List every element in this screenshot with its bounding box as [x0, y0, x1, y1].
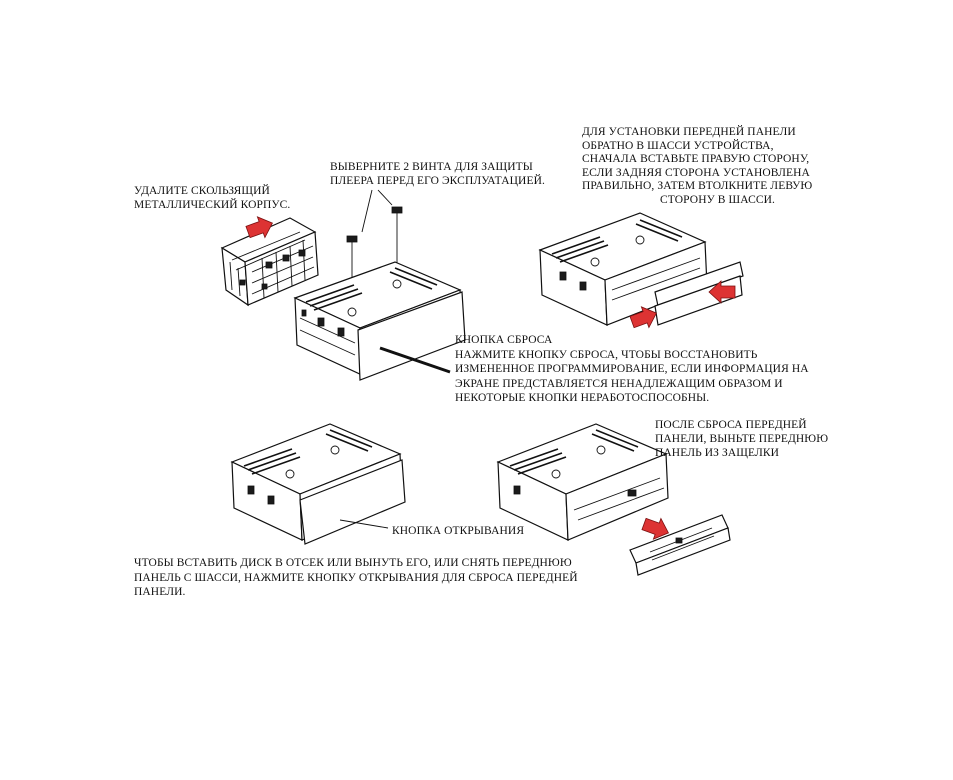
head-unit-illustration — [293, 261, 466, 381]
install-panel-note: ДЛЯ УСТАНОВКИ ПЕРЕДНЕЙ ПАНЕЛИ ОБРАТНО В … — [582, 126, 812, 207]
note-line: ПРАВИЛЬНО, ЗАТЕМ ВТОЛКНИТЕ ЛЕВУЮ — [582, 180, 813, 192]
remove-sleeve-note: УДАЛИТЕ СКОЛЬЗЯЩИЙ МЕТАЛЛИЧЕСКИЙ КОРПУС. — [134, 184, 290, 212]
head-unit-illustration — [230, 423, 406, 545]
note-line: КНОПКА ОТКРЫВАНИЯ — [392, 525, 525, 537]
note-line: ОБРАТНО В ШАССИ УСТРОЙСТВА, — [582, 139, 774, 152]
note-line: ПАНЕЛЬ ИЗ ЗАЩЕЛКИ — [655, 447, 780, 459]
note-line: ПЛЕЕРА ПЕРЕД ЕГО ЭКСПЛУАТАЦИЕЙ. — [330, 175, 545, 187]
note-line: НАЖМИТЕ КНОПКУ СБРОСА, ЧТОБЫ ВОССТАНОВИТ… — [455, 348, 758, 361]
sleeve-illustration — [220, 212, 319, 307]
note-line: ЧТОБЫ ВСТАВИТЬ ДИСК В ОТСЕК ИЛИ ВЫНУТЬ Е… — [134, 557, 572, 569]
note-line: НЕКОТОРЫЕ КНОПКИ НЕРАБОТОСПОСОБНЫ. — [455, 392, 710, 404]
head-unit-illustration — [496, 423, 731, 576]
head-unit-illustration — [538, 212, 744, 333]
note-line: ЕСЛИ ЗАДНЯЯ СТОРОНА УСТАНОВЛЕНА — [582, 166, 810, 179]
note-line: СНАЧАЛА ВСТАВЬТЕ ПРАВУЮ СТОРОНУ, — [582, 153, 810, 165]
note-line: КНОПКА СБРОСА — [455, 334, 553, 346]
note-line: ПАНЕЛЬ С ШАССИ, НАЖМИТЕ КНОПКУ ОТКРЫВАНИ… — [134, 571, 578, 584]
after-reset-note: ПОСЛЕ СБРОСА ПЕРЕДНЕЙ ПАНЕЛИ, ВЫНЬТЕ ПЕР… — [655, 418, 828, 460]
reset-button-note: КНОПКА СБРОСА НАЖМИТЕ КНОПКУ СБРОСА, ЧТО… — [455, 333, 809, 406]
insert-disc-note: ЧТОБЫ ВСТАВИТЬ ДИСК В ОТСЕК ИЛИ ВЫНУТЬ Е… — [134, 556, 578, 600]
note-line: СТОРОНУ В ШАССИ. — [660, 193, 776, 206]
front-panel-illustration — [629, 514, 731, 576]
note-line: ВЫВЕРНИТЕ 2 ВИНТА ДЛЯ ЗАЩИТЫ — [330, 161, 533, 173]
note-line: ЭКРАНЕ ПРЕДСТАВЛЯЕТСЯ НЕНАДЛЕЖАЩИМ ОБРАЗ… — [455, 377, 783, 390]
note-line: МЕТАЛЛИЧЕСКИЙ КОРПУС. — [134, 199, 291, 211]
note-line: ИЗМЕНЕННОЕ ПРОГРАММИРОВАНИЕ, ЕСЛИ ИНФОРМ… — [455, 363, 809, 375]
note-line: ДЛЯ УСТАНОВКИ ПЕРЕДНЕЙ ПАНЕЛИ — [582, 126, 796, 138]
note-line: ПАНЕЛИ, ВЫНЬТЕ ПЕРЕДНЮЮ — [655, 433, 829, 445]
open-button-note: КНОПКА ОТКРЫВАНИЯ — [392, 524, 524, 538]
note-line: УДАЛИТЕ СКОЛЬЗЯЩИЙ — [134, 185, 270, 197]
note-line: ПОСЛЕ СБРОСА ПЕРЕДНЕЙ — [655, 419, 807, 431]
unscrew-note: ВЫВЕРНИТЕ 2 ВИНТА ДЛЯ ЗАЩИТЫ ПЛЕЕРА ПЕРЕ… — [330, 160, 545, 188]
note-line: ПАНЕЛИ. — [134, 586, 186, 598]
